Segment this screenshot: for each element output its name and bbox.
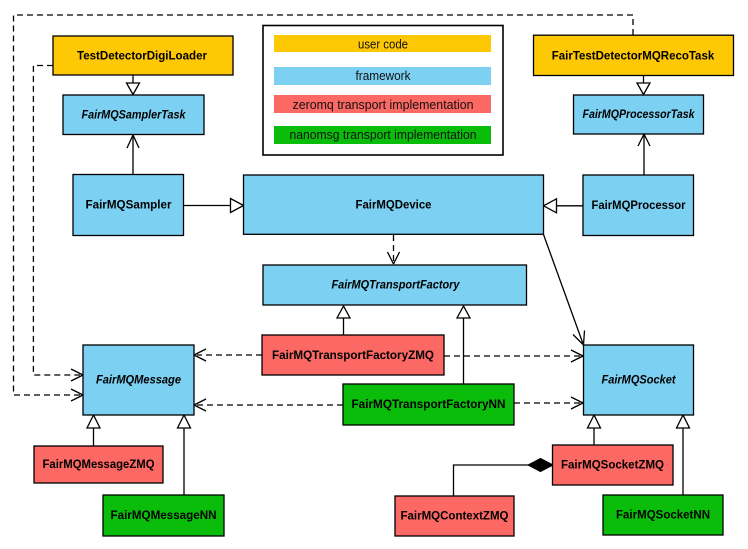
svg-text:FairMQSampler: FairMQSampler [86,200,173,212]
svg-text:TestDetectorDigiLoader: TestDetectorDigiLoader [77,50,208,62]
svg-text:framework: framework [356,69,412,83]
svg-text:FairMQTransportFactoryNN: FairMQTransportFactoryNN [352,399,506,411]
svg-text:FairTestDetectorMQRecoTask: FairTestDetectorMQRecoTask [552,50,715,62]
svg-text:zeromq transport implementatio: zeromq transport implementation [293,98,474,112]
svg-text:FairMQSocket: FairMQSocket [602,375,677,387]
svg-text:FairMQSocketNN: FairMQSocketNN [616,510,710,522]
svg-text:FairMQProcessor: FairMQProcessor [592,200,687,212]
svg-text:FairMQSocketZMQ: FairMQSocketZMQ [561,460,664,472]
svg-text:FairMQTransportFactory: FairMQTransportFactory [332,280,461,292]
svg-text:FairMQDevice: FairMQDevice [356,199,432,211]
svg-text:user code: user code [358,38,408,52]
svg-text:FairMQMessageZMQ: FairMQMessageZMQ [43,459,155,471]
svg-text:FairMQMessageNN: FairMQMessageNN [111,510,217,522]
svg-text:FairMQContextZMQ: FairMQContextZMQ [401,511,509,523]
svg-text:FairMQTransportFactoryZMQ: FairMQTransportFactoryZMQ [272,350,434,362]
svg-text:FairMQMessage: FairMQMessage [96,375,182,387]
svg-text:nanomsg transport implementati: nanomsg transport implementation [290,128,477,142]
svg-text:FairMQSamplerTask: FairMQSamplerTask [82,109,187,121]
svg-text:FairMQProcessorTask: FairMQProcessorTask [583,109,696,121]
